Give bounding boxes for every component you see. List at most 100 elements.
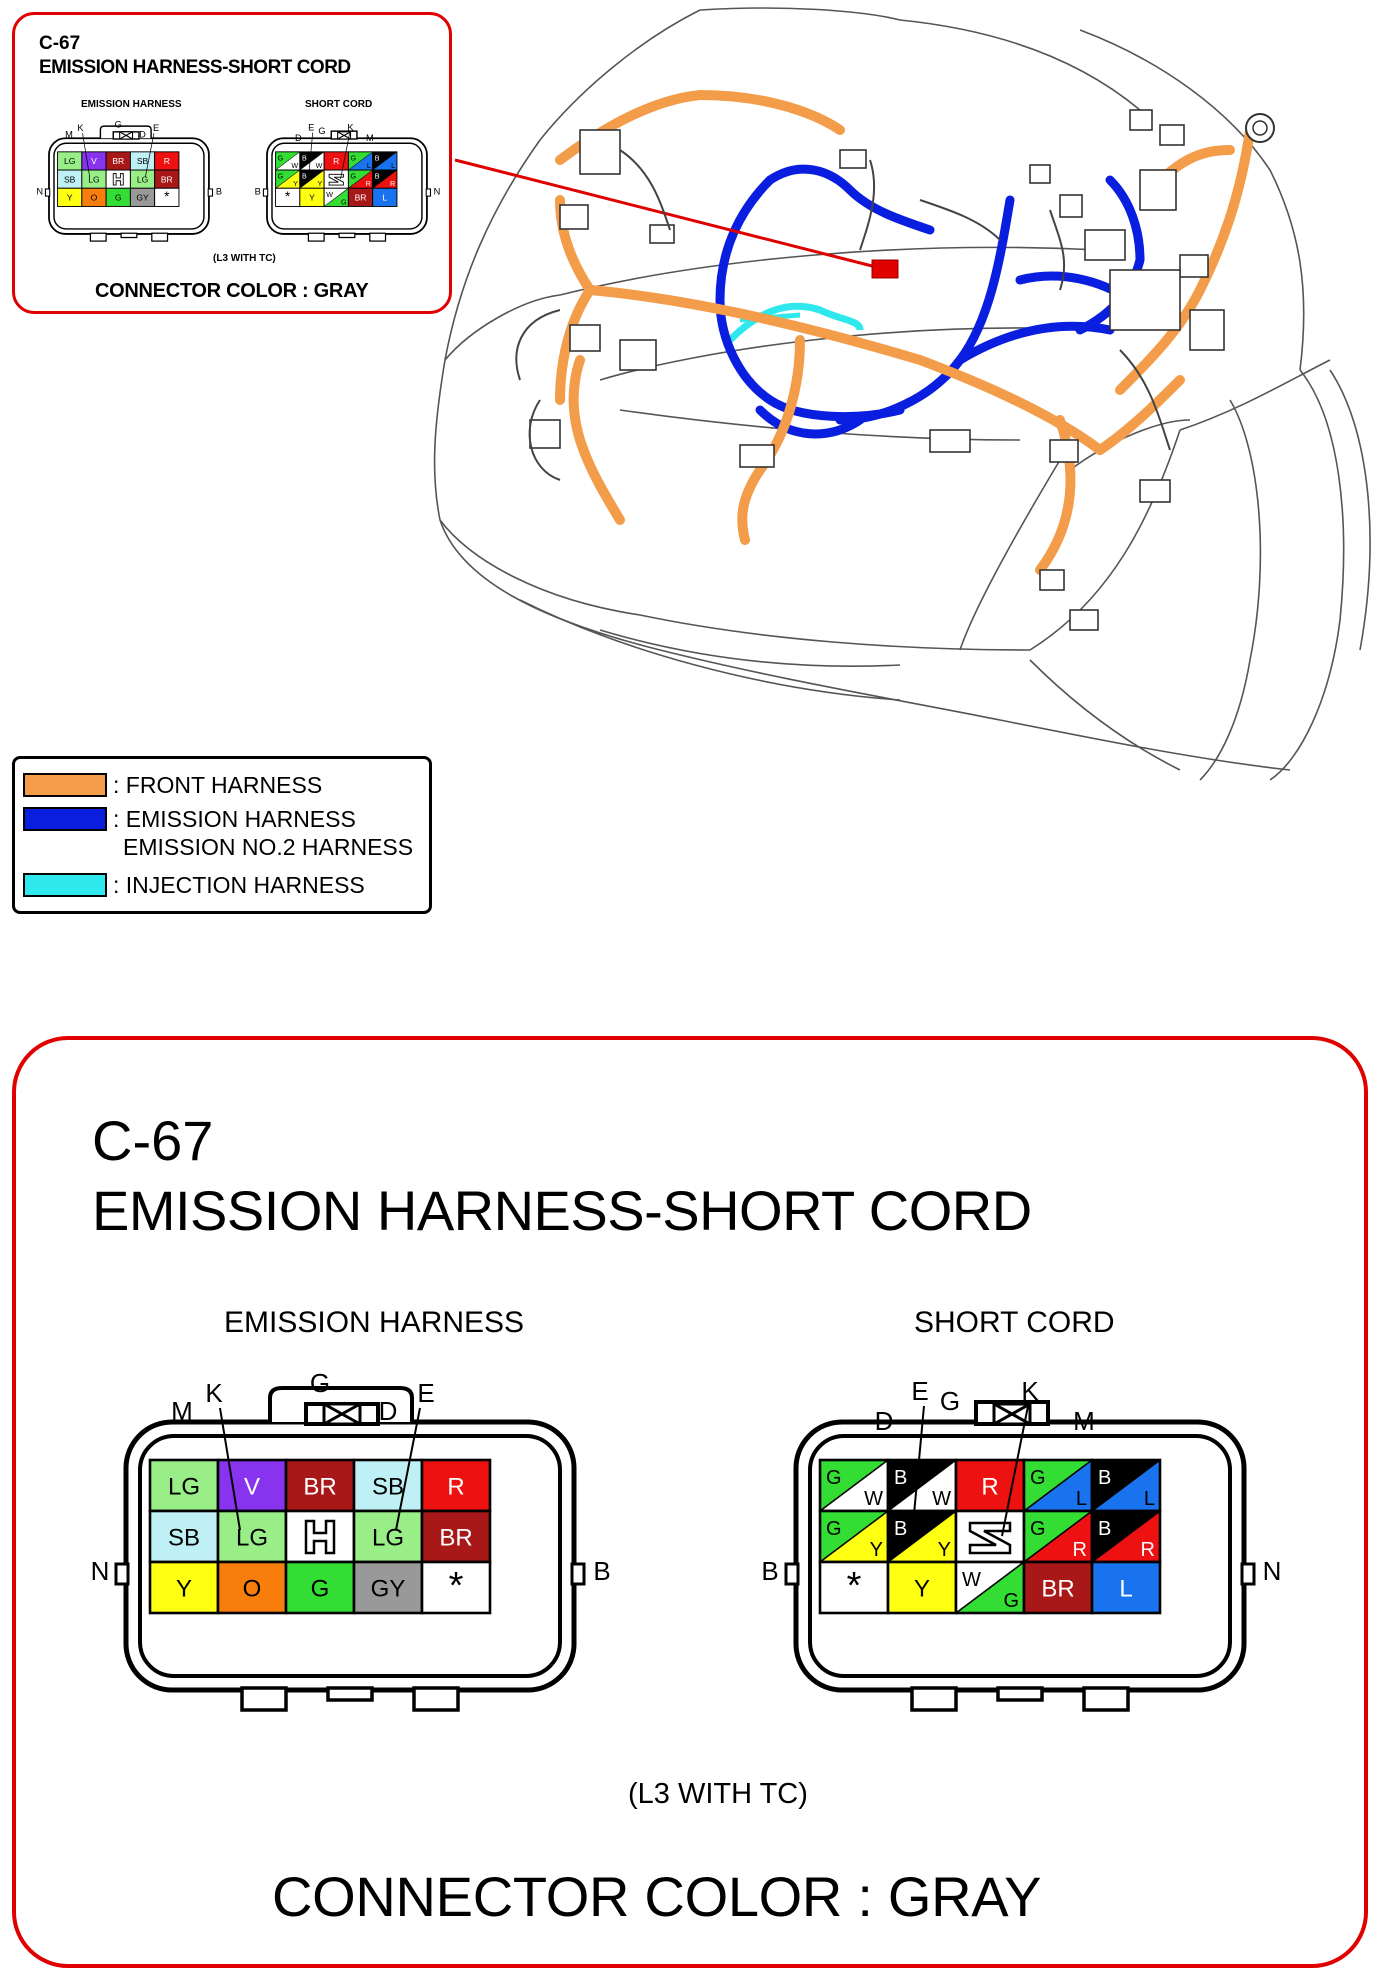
pin-cell: G: [105, 187, 131, 207]
pin-color-code: B: [375, 173, 380, 181]
legend-item-front-harness: : FRONT HARNESS: [23, 771, 322, 799]
pin-cell: GR: [347, 169, 374, 189]
pin-color-code: B: [894, 1518, 907, 1540]
legend-item-injection-harness: : INJECTION HARNESS: [23, 871, 365, 899]
pin-label: B: [255, 187, 261, 197]
pin-color-code: G: [278, 173, 284, 181]
pin-cell: LG: [57, 151, 83, 171]
legend-swatch: [23, 873, 107, 897]
pin-color-code: B: [375, 154, 380, 162]
pin-color-code: GY: [136, 193, 149, 203]
pin-cell: WG: [954, 1560, 1026, 1615]
pin-color-code: W: [291, 162, 298, 170]
pin-cell: LG: [216, 1509, 288, 1564]
pin-color-code: Y: [309, 193, 315, 203]
pin-cell: O: [81, 187, 107, 207]
pin-color-code: LG: [137, 174, 149, 184]
pin-label: M: [65, 130, 73, 140]
inset-note: (L3 WITH TC): [213, 253, 276, 264]
pin-color-code: G: [351, 173, 357, 181]
pin-color-code: LG: [236, 1525, 268, 1552]
pin-cell: *: [154, 187, 180, 207]
empty-pin-mark: *: [449, 1565, 464, 1607]
pin-cell: L: [1090, 1560, 1162, 1615]
pin-color-code: Y: [870, 1539, 883, 1561]
pin-cell: BW: [299, 151, 325, 171]
pin-cell: BR: [1022, 1560, 1094, 1615]
pin-label: G: [318, 126, 325, 136]
pin-color-code: LG: [372, 1525, 404, 1552]
pin-color-code: BR: [303, 1474, 336, 1501]
pin-label: B: [593, 1556, 610, 1586]
inset-connector-title: EMISSION HARNESS-SHORT CORD: [39, 57, 351, 78]
pin-cell: BW: [886, 1458, 958, 1513]
pin-cell: GW: [818, 1458, 890, 1513]
pin-cell: [323, 169, 349, 189]
pin-color-code: GY: [371, 1576, 406, 1603]
legend-item-emission-harness: : EMISSION HARNESS EMISSION NO.2 HARNESS: [23, 805, 413, 861]
pin-color-code: BR: [439, 1525, 472, 1552]
connector-inset-panel: C-67 EMISSION HARNESS-SHORT CORD EMISSIO…: [12, 12, 452, 314]
connector-main-panel: C-67 EMISSION HARNESS-SHORT CORD EMISSIO…: [12, 1036, 1368, 1968]
empty-pin-mark: *: [164, 189, 170, 204]
pin-label: M: [171, 1396, 193, 1426]
legend-label: : INJECTION HARNESS: [113, 872, 365, 898]
pin-label: N: [434, 187, 441, 197]
pin-color-code: B: [894, 1467, 907, 1489]
pin-color-code: LG: [64, 156, 76, 166]
pin-label: N: [36, 187, 43, 197]
pin-color-code: R: [1073, 1539, 1087, 1561]
pin-color-code: BR: [161, 174, 173, 184]
pin-color-code: LG: [88, 174, 100, 184]
pin-label: K: [77, 123, 84, 133]
main-connector-title: EMISSION HARNESS-SHORT CORD: [92, 1179, 1032, 1242]
pin-cell: BL: [1090, 1458, 1162, 1513]
pin-label: B: [761, 1556, 778, 1586]
pin-cell: BR: [1090, 1509, 1162, 1564]
pin-color-code: R: [164, 156, 170, 166]
pin-color-code: Y: [176, 1576, 192, 1603]
pin-label: K: [1021, 1376, 1039, 1406]
pin-cell: BY: [886, 1509, 958, 1564]
engine-bay-illustration: [433, 7, 1371, 781]
pin-color-code: L: [1119, 1576, 1132, 1603]
pin-color-code: V: [244, 1474, 260, 1501]
pin-cell: BY: [299, 169, 325, 189]
pin-color-code: L: [1076, 1488, 1087, 1510]
pin-color-code: Y: [914, 1576, 930, 1603]
inset-connector-color: CONNECTOR COLOR : GRAY: [95, 280, 369, 302]
pin-color-code: LG: [168, 1474, 200, 1501]
pin-cell: BR: [284, 1458, 356, 1513]
pin-label: D: [875, 1406, 894, 1436]
pin-label: N: [1263, 1556, 1282, 1586]
pin-cell: G: [284, 1560, 356, 1615]
legend-label: : EMISSION HARNESS: [113, 806, 356, 832]
pin-cell: [284, 1509, 356, 1564]
pin-label: D: [295, 133, 302, 143]
pin-color-code: SB: [64, 174, 76, 184]
pin-color-code: O: [243, 1576, 262, 1603]
pin-cell: [105, 169, 131, 189]
pin-cell: L: [372, 187, 398, 207]
pin-cell: *: [420, 1560, 492, 1615]
pin-cell: BR: [154, 169, 180, 189]
main-connector-code: C-67: [92, 1109, 214, 1172]
pin-label: G: [310, 1368, 330, 1398]
pin-color-code: Y: [293, 180, 298, 188]
pin-color-code: Y: [67, 193, 73, 203]
pin-label: M: [366, 133, 374, 143]
pin-color-code: R: [366, 180, 371, 188]
pin-label: M: [1073, 1406, 1095, 1436]
pin-color-code: B: [1098, 1467, 1111, 1489]
pin-cell: LG: [129, 169, 156, 189]
pin-cell: *: [275, 187, 301, 207]
pin-cell: SB: [57, 169, 83, 189]
pin-color-code: G: [311, 1576, 330, 1603]
pin-label: B: [216, 187, 222, 197]
legend-swatch: [23, 807, 107, 831]
pin-color-code: SB: [137, 156, 149, 166]
pin-color-code: W: [326, 191, 333, 199]
pin-label: G: [940, 1386, 960, 1416]
